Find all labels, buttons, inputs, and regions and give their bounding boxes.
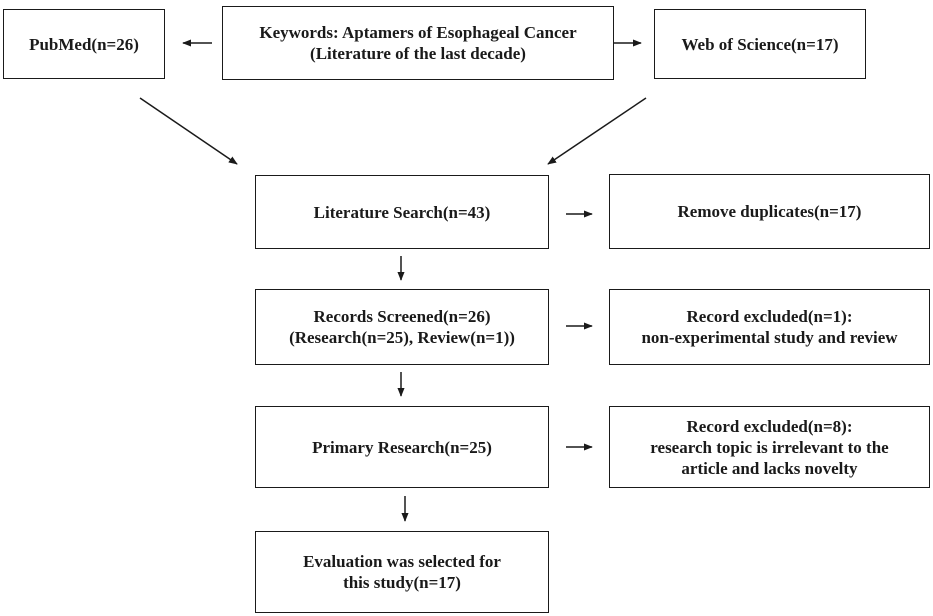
records-screened-box: Records Screened(n=26) (Research(n=25), … — [255, 289, 549, 365]
evaluation-line-1: Evaluation was selected for — [303, 552, 501, 571]
arrow-pubmed-to-search — [139, 97, 238, 165]
record-excluded-8-box: Record excluded(n=8): research topic is … — [609, 406, 930, 488]
literature-search-box: Literature Search(n=43) — [255, 175, 549, 249]
records-screened-line-2: (Research(n=25), Review(n=1)) — [289, 328, 515, 347]
records-screened-line-1: Records Screened(n=26) — [313, 307, 491, 326]
keywords-line-2: (Literature of the last decade) — [310, 44, 526, 63]
evaluation-box: Evaluation was selected for this study(n… — [255, 531, 549, 613]
record-excluded-8-line-3: article and lacks novelty — [681, 458, 858, 478]
arrow-wos-to-search — [547, 97, 647, 165]
primary-research-label: Primary Research(n=25) — [312, 437, 492, 457]
record-excluded-1-box: Record excluded(n=1): non-experimental s… — [609, 289, 930, 365]
evaluation-line-2: this study(n=17) — [343, 573, 461, 592]
remove-duplicates-box: Remove duplicates(n=17) — [609, 174, 930, 249]
literature-search-label: Literature Search(n=43) — [313, 202, 491, 222]
web-of-science-box: Web of Science(n=17) — [654, 9, 866, 79]
web-of-science-label: Web of Science(n=17) — [681, 34, 839, 54]
primary-research-box: Primary Research(n=25) — [255, 406, 549, 488]
record-excluded-1-line-2: non-experimental study and review — [641, 328, 898, 347]
pubmed-box: PubMed(n=26) — [3, 9, 165, 79]
pubmed-label: PubMed(n=26) — [29, 34, 139, 54]
keywords-box: Keywords: Aptamers of Esophageal Cancer … — [222, 6, 614, 80]
record-excluded-8-line-2: research topic is irrelevant to the — [650, 437, 889, 457]
record-excluded-8-line-1: Record excluded(n=8): — [686, 416, 853, 436]
keywords-line-1: Keywords: Aptamers of Esophageal Cancer — [259, 23, 577, 42]
record-excluded-1-line-1: Record excluded(n=1): — [686, 307, 853, 326]
remove-duplicates-label: Remove duplicates(n=17) — [677, 202, 862, 221]
